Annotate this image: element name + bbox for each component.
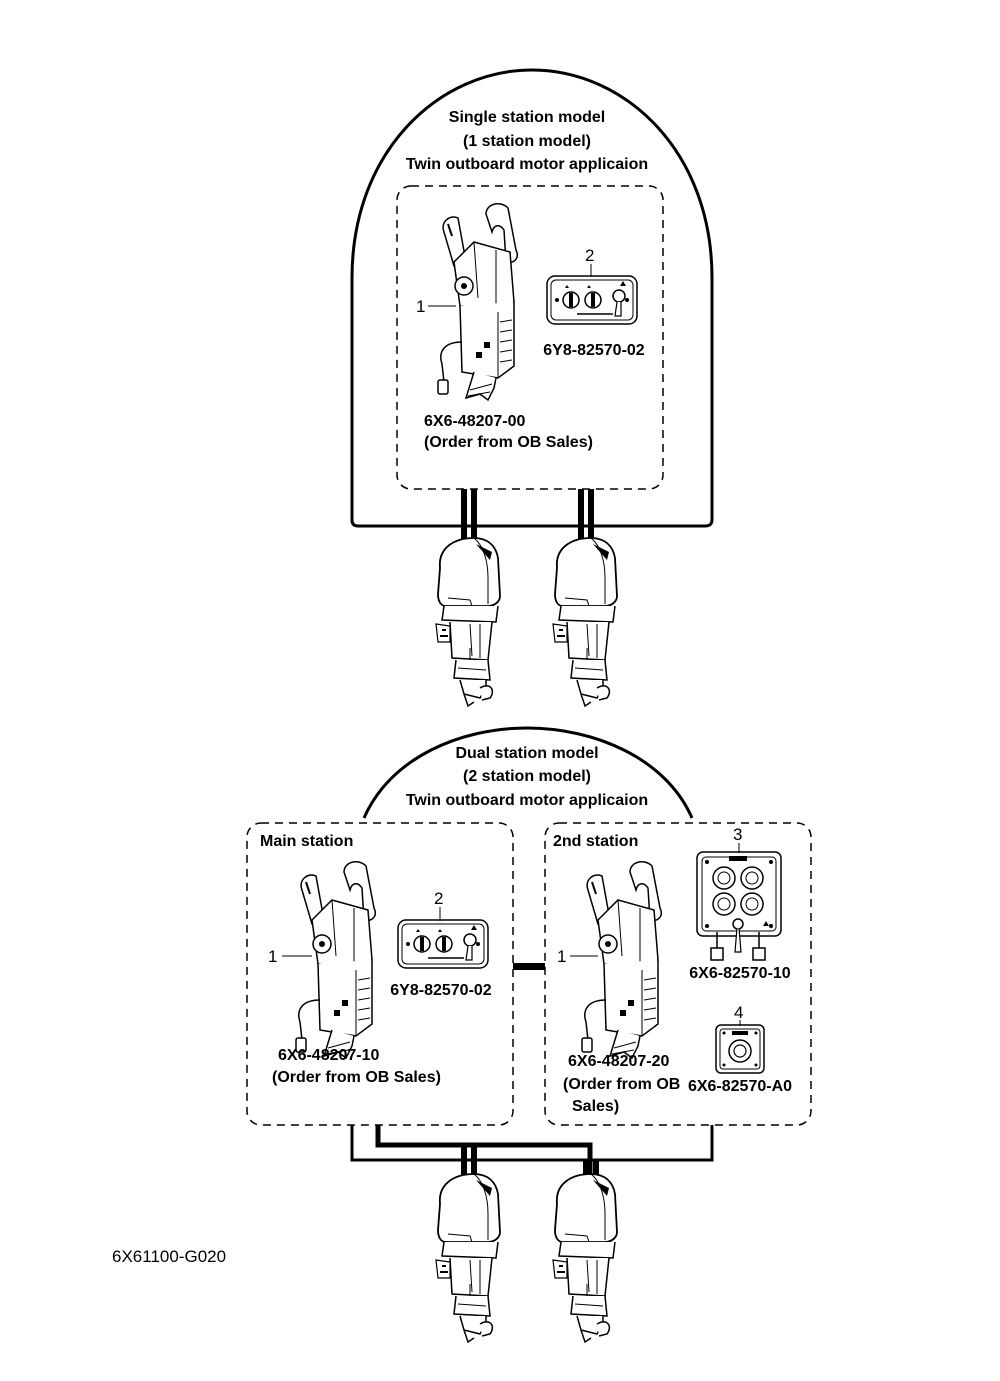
second-callout-1: 1: [557, 947, 566, 966]
dual-station-title-line1: Dual station model: [455, 745, 598, 762]
main-control-part-no: 6X6-48207-10: [278, 1047, 380, 1064]
second-callout-3: 3: [733, 825, 742, 844]
single-cable-left: [461, 489, 467, 547]
second-control-note-line1: (Order from OB: [563, 1076, 680, 1093]
dual-station-title-line2: (2 station model): [463, 768, 591, 785]
main-callout-2: 2: [434, 889, 443, 908]
single-station-boat-outline: [350, 68, 714, 528]
second-station-label: 2nd station: [553, 833, 638, 850]
main-remote-control: [295, 860, 377, 1059]
single-control-note: (Order from OB Sales): [424, 434, 593, 451]
quad-switch-panel: [696, 851, 782, 961]
single-station-title-line2: (1 station model): [463, 133, 591, 150]
remote-control-unit: [437, 202, 519, 401]
dual-outboard-motor-right: [552, 1173, 618, 1343]
single-callout-1: 1: [416, 297, 425, 316]
dual-outer-cable: [350, 1125, 714, 1162]
outboard-motor-left: [435, 537, 501, 707]
single-control-part-no: 6X6-48207-00: [424, 413, 526, 430]
main-control-note: (Order from OB Sales): [272, 1069, 441, 1086]
second-station-dashed-box: [544, 822, 812, 1126]
second-callout-4: 4: [734, 1003, 743, 1022]
single-cable-right: [578, 489, 584, 547]
single-station-dashed-box: [396, 185, 664, 490]
station-link-cable: [513, 963, 545, 970]
dual-outboard-motor-left: [435, 1173, 501, 1343]
single-callout-2: 2: [585, 246, 594, 265]
figure-code: 6X61100-G020: [112, 1247, 226, 1266]
main-switch-part-no: 6Y8-82570-02: [390, 982, 492, 999]
single-switch-part-no: 6Y8-82570-02: [543, 342, 645, 359]
single-station-title-line1: Single station model: [449, 109, 605, 126]
dual-station-title-line3: Twin outboard motor applicaion: [406, 792, 648, 809]
main-station-label: Main station: [260, 833, 353, 850]
emergency-stop-panel: [715, 1024, 765, 1074]
second-remote-control: [581, 860, 663, 1059]
second-stop-part-no: 6X6-82570-A0: [688, 1078, 792, 1095]
second-control-note-line2: Sales): [572, 1098, 619, 1115]
dual-station-boat-arc: [362, 726, 694, 819]
main-station-switch-panel: [397, 919, 489, 969]
outboard-motor-right: [552, 537, 618, 707]
dual-inner-cable: [375, 1125, 593, 1180]
second-control-part-no: 6X6-48207-20: [568, 1053, 670, 1070]
single-station-title-line3: Twin outboard motor applicaion: [406, 156, 648, 173]
second-switch-part-no: 6X6-82570-10: [689, 965, 791, 982]
main-callout-1: 1: [268, 947, 277, 966]
main-switch-panel: [546, 275, 638, 325]
